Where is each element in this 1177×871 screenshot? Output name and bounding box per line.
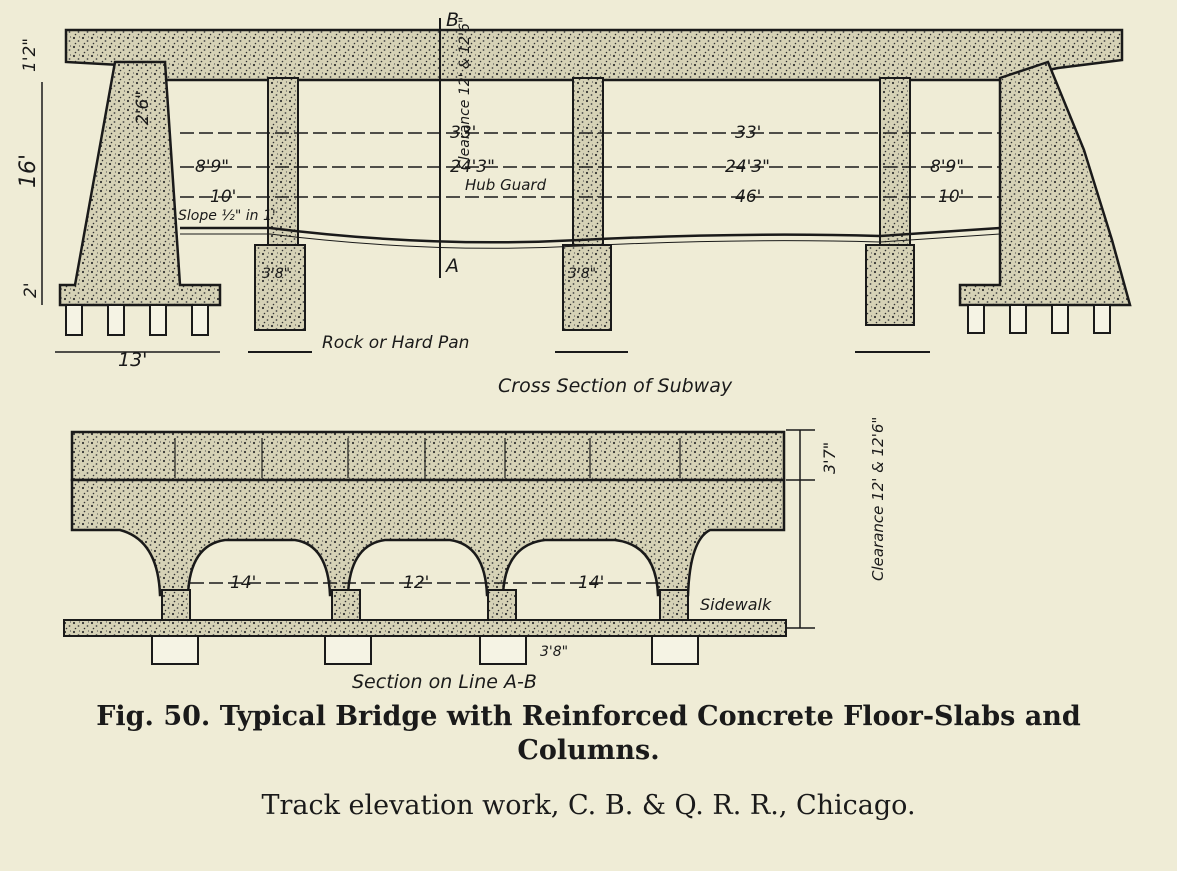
long-span-3: 14' (578, 573, 604, 593)
rock-label: Rock or Hard Pan (322, 333, 469, 353)
column-width-left: 3'8" (262, 266, 290, 282)
sidewalk-right: 10' (938, 187, 964, 207)
sub-left: 8'9" (195, 157, 229, 177)
hub-guard-label: Hub Guard (465, 176, 547, 194)
roadway-surface (180, 226, 1001, 244)
caption-line-2: Columns. (517, 735, 660, 766)
column-mid (572, 77, 604, 249)
long-dim-slab: 3'7" (820, 442, 839, 474)
section-marker-b: B (446, 9, 459, 31)
cross-section-title: Cross Section of Subway (498, 375, 733, 397)
long-girder-arches (70, 478, 786, 597)
sidewalk-left: 10' (210, 187, 236, 207)
long-sidewalk-slab (63, 619, 787, 637)
deck-slab (64, 28, 1124, 82)
long-deck-slab (70, 430, 786, 482)
footing-mid (562, 244, 612, 331)
sub-mid-right: 24'3" (725, 157, 770, 177)
figure-caption: Fig. 50. Typical Bridge with Reinforced … (0, 700, 1177, 768)
piles-right (967, 304, 1111, 334)
section-marker-a: A (444, 255, 459, 277)
long-sidewalk-label: Sidewalk (700, 595, 772, 614)
span-right: 33' (735, 123, 761, 143)
dim-height: 16' (16, 154, 41, 188)
clearance-label-cross: Clearance 12' & 12'6" (457, 17, 473, 170)
long-span-2: 12' (403, 573, 429, 593)
column-right (879, 77, 911, 249)
footing-left (254, 244, 306, 331)
long-section: 3'7" Clearance 12' & 12'6" 14' 12' 14' S… (63, 417, 887, 693)
column-width-mid: 3'8" (568, 266, 596, 282)
column-left (267, 77, 299, 249)
piles-left (65, 304, 209, 336)
right-abutment (958, 60, 1132, 307)
bridge-drawing: B A 1'2" 16' 2' 13' 2'6" Slope ½" in 1' … (16, 9, 1132, 693)
figure-subcaption: Track elevation work, C. B. & Q. R. R., … (261, 790, 916, 821)
long-column-width: 3'8" (540, 644, 568, 660)
left-abutment (58, 60, 222, 307)
sub-mid-left: 24'3" (450, 157, 495, 177)
slope-label: Slope ½" in 1' (178, 208, 276, 224)
footing-right (865, 244, 915, 326)
caption-line-1: Fig. 50. Typical Bridge with Reinforced … (96, 701, 1081, 732)
dim-base-width: 13' (118, 349, 147, 371)
dim-slab-thickness: 1'2" (20, 38, 40, 72)
long-section-title: Section on Line A-B (352, 671, 537, 693)
roadway-width: 46' (735, 187, 761, 207)
long-span-1: 14' (230, 573, 256, 593)
dim-footing: 2' (21, 283, 41, 299)
dim-wall-top: 2'6" (133, 91, 153, 125)
long-clearance-label: Clearance 12' & 12'6" (869, 417, 887, 581)
cross-section: B A 1'2" 16' 2' 13' 2'6" Slope ½" in 1' … (16, 9, 1132, 397)
sub-right: 8'9" (930, 157, 964, 177)
span-left: 33' (450, 123, 476, 143)
